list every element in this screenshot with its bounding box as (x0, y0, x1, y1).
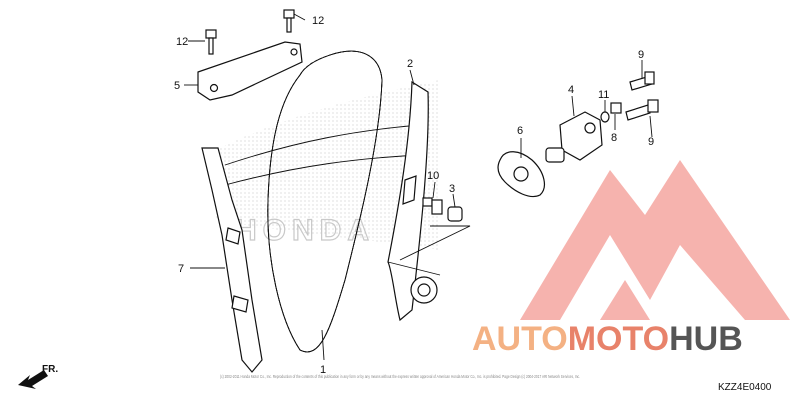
part-2-tensioner-arm[interactable] (387, 80, 441, 322)
part-12-bolt-left[interactable] (205, 29, 217, 55)
callout-5: 5 (174, 80, 180, 92)
honda-wing-watermark: HONDA (215, 80, 440, 250)
logo-text-auto: AUTO (472, 320, 568, 358)
callout-11: 11 (598, 89, 609, 101)
callout-12-top: 12 (312, 15, 324, 27)
callout-8: 8 (611, 132, 617, 144)
callout-9-lower: 9 (648, 136, 654, 148)
part-9-bolt-upper[interactable] (629, 71, 655, 91)
logo-text-hub: HUB (669, 320, 743, 358)
part-8-sealing-bolt[interactable] (610, 102, 622, 114)
copyright-notice: (c) 2002-2011 Honda Motor Co., Inc. Repr… (220, 374, 580, 379)
honda-watermark-text: HONDA (235, 214, 375, 247)
callout-3: 3 (449, 183, 455, 195)
callout-7: 7 (178, 263, 184, 275)
automotohub-logo-icon (520, 160, 790, 320)
callout-9-upper: 9 (638, 49, 644, 61)
automotohub-logo-text: AUTOMOTOHUB (472, 320, 743, 358)
part-9-bolt-lower[interactable] (625, 99, 659, 121)
direction-label: FR. (42, 364, 58, 375)
callout-1: 1 (320, 364, 326, 376)
callout-4: 4 (568, 84, 574, 96)
svg-text:AUTOMOTOHUB: AUTOMOTOHUB (472, 320, 743, 358)
part-4-tensioner-lifter[interactable] (545, 111, 603, 163)
part-7-cam-chain-guide[interactable] (201, 147, 263, 373)
logo-text-moto: MOTO (568, 320, 669, 358)
part-12-bolt-top[interactable] (283, 9, 295, 33)
callout-labels: 12 12 5 7 2 10 3 6 4 11 8 9 9 1 (174, 15, 654, 376)
part-10-bolt[interactable] (422, 197, 443, 215)
callout-2: 2 (407, 58, 413, 70)
diagram-code: KZZ4E0400 (718, 382, 772, 393)
part-5-guide-plate[interactable] (197, 41, 303, 101)
leader-lines (184, 13, 653, 361)
front-direction-arrow-icon: FR. (18, 364, 58, 389)
part-3-collar[interactable] (447, 206, 463, 222)
callout-6: 6 (517, 125, 523, 137)
part-6-tensioner-gasket[interactable] (497, 151, 546, 198)
part-11-o-ring[interactable] (600, 111, 610, 123)
callout-10: 10 (427, 170, 439, 182)
leader-3-10 (399, 225, 471, 261)
callout-12-left: 12 (176, 36, 188, 48)
part-1-cam-chain[interactable] (267, 50, 383, 353)
